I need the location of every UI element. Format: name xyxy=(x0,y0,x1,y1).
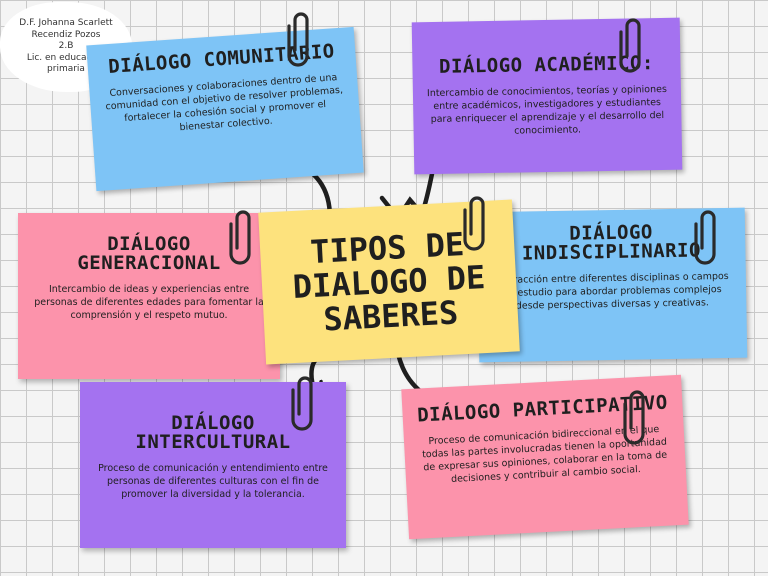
author-line: 2.B xyxy=(58,41,74,52)
card-text: Proceso de comunicación y entendimiento … xyxy=(98,463,328,500)
central-title: TIPOS DE DIALOGO DE SABERES xyxy=(291,225,487,339)
card-text: Intercambio de conocimientos, teorías y … xyxy=(426,83,667,137)
card-title: DIÁLOGO GENERACIONAL xyxy=(77,233,221,274)
paperclip-icon xyxy=(694,210,716,265)
card-dialogo-comunitario: DIÁLOGO COMUNITARIO Conversaciones y col… xyxy=(86,26,364,192)
author-line: primaria xyxy=(47,64,85,75)
paperclip-icon xyxy=(463,196,485,251)
author-line: D.F. Johanna Scarlett xyxy=(19,18,113,29)
author-line: Recendiz Pozos xyxy=(31,29,101,40)
paperclip-icon xyxy=(291,376,313,431)
paperclip-icon xyxy=(229,210,251,265)
paperclip-icon xyxy=(287,12,309,67)
card-dialogo-intercultural: DIÁLOGO INTERCULTURAL Proceso de comunic… xyxy=(80,382,346,548)
card-text: Interacción entre diferentes disciplinas… xyxy=(494,270,729,312)
card-text: Intercambio de ideas y experiencias entr… xyxy=(34,284,264,321)
card-title: DIÁLOGO INTERCULTURAL xyxy=(135,412,291,453)
card-text: Conversaciones y colaboraciones dentro d… xyxy=(105,72,344,134)
paperclip-icon xyxy=(619,18,641,73)
paperclip-icon xyxy=(623,390,645,445)
author-line: Lic. en educación xyxy=(26,52,106,63)
